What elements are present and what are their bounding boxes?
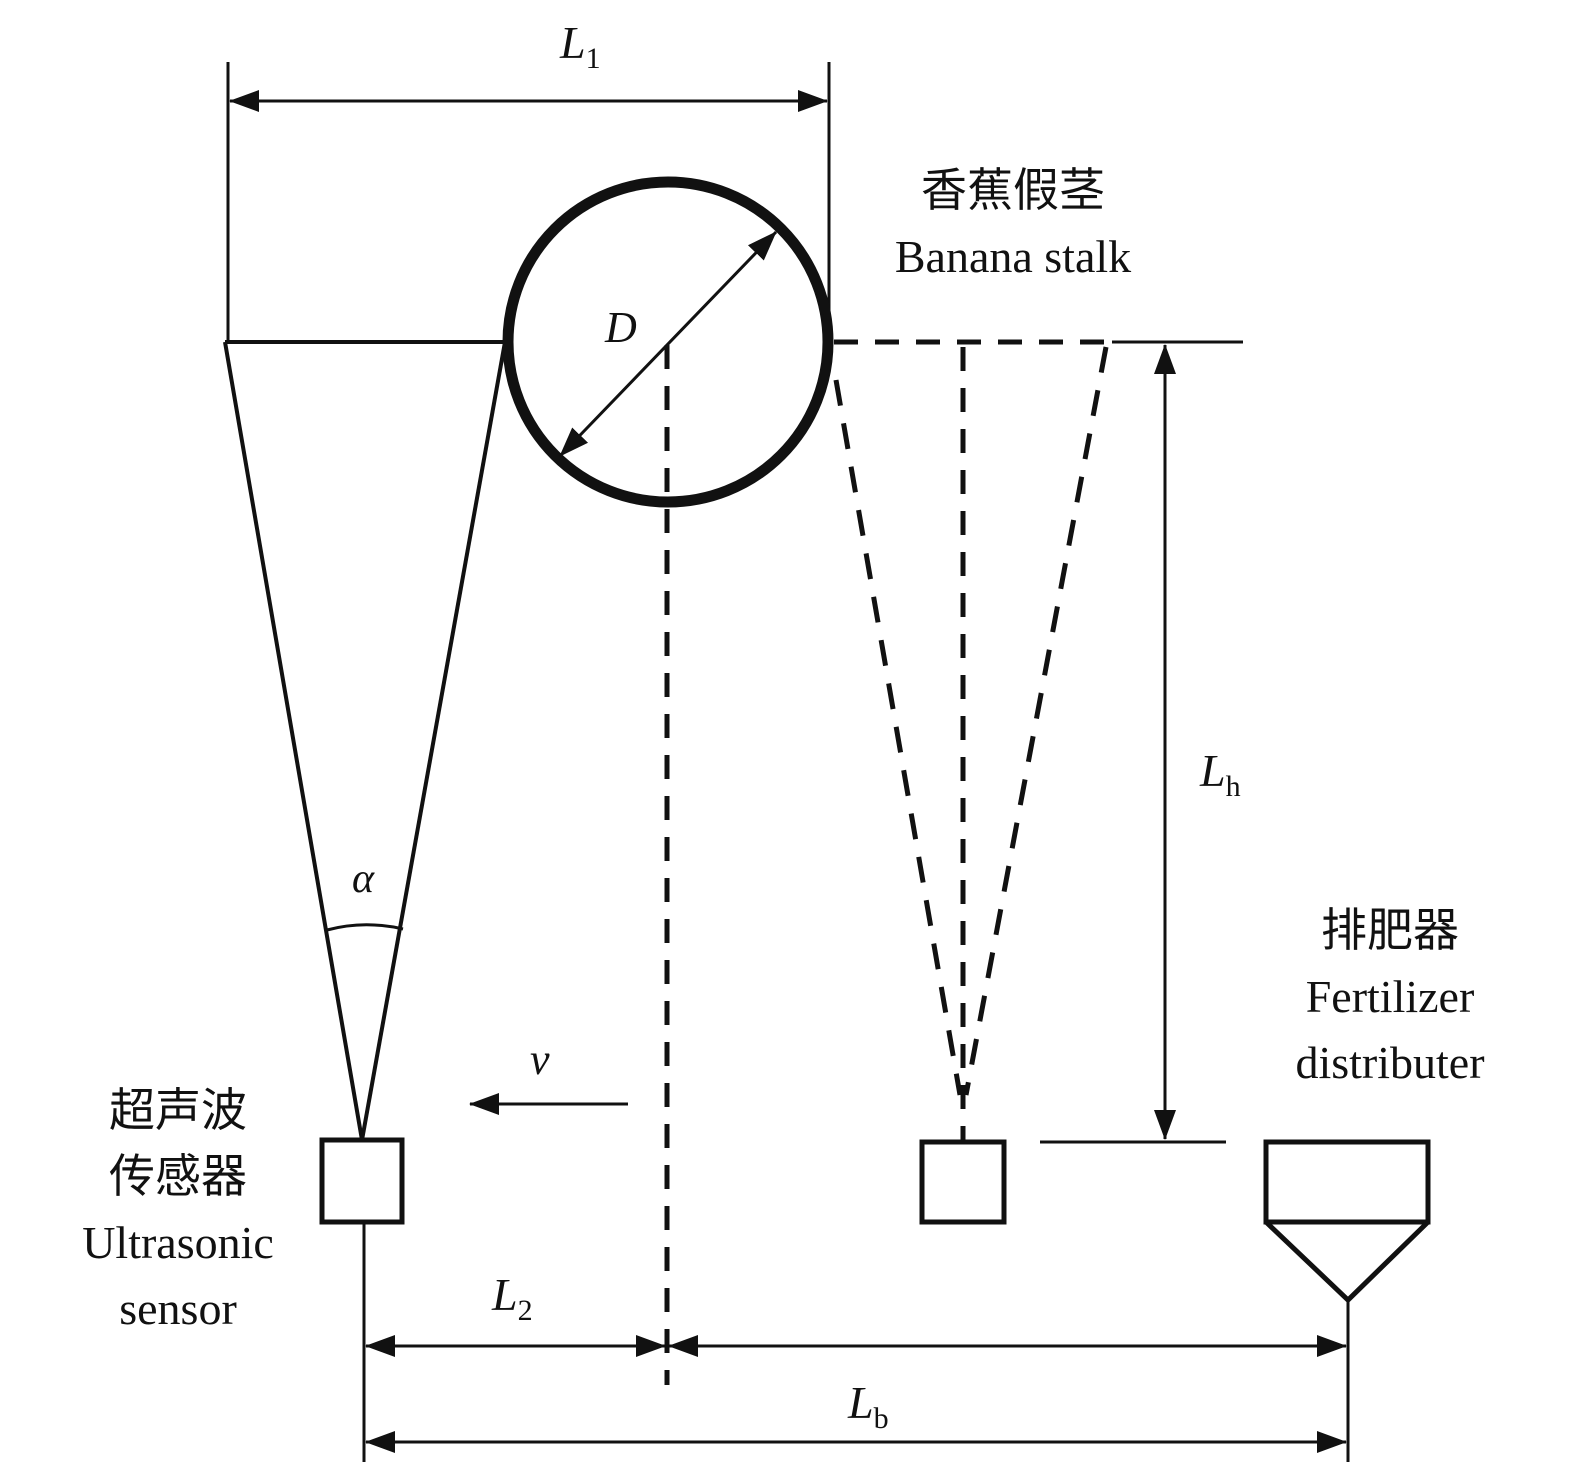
sensor-label-en-2: sensor xyxy=(119,1283,237,1334)
distributer-label-en-1: Fertilizer xyxy=(1306,971,1475,1022)
sensor-label-cn-2: 传感器 xyxy=(109,1149,247,1203)
banana-stalk-label-en: Banana stalk xyxy=(895,231,1131,282)
beam-left-edge xyxy=(223,341,364,1141)
sensor-label-en-1: Ultrasonic xyxy=(82,1217,274,1268)
velocity-label: v xyxy=(530,1035,550,1084)
sensor-label-cn-1: 超声波 xyxy=(109,1083,247,1137)
banana-stalk-label-cn: 香蕉假茎 xyxy=(921,163,1105,217)
fan-right-dashed xyxy=(963,346,1109,1096)
l1-label: L1 xyxy=(559,17,601,75)
fan-left-dashed xyxy=(833,379,963,1096)
middle-device-box xyxy=(919,1139,1007,1225)
fertilizer-distributer-box xyxy=(1263,1139,1431,1225)
fertilizer-distributer-funnel xyxy=(1264,1220,1430,1304)
beam-right-edge xyxy=(360,341,507,1141)
distributer-label-cn: 排肥器 xyxy=(1321,903,1459,957)
lh-label: Lh xyxy=(1199,745,1241,803)
distributer-label-en-2: distributer xyxy=(1295,1037,1484,1088)
banana-stalk-circle xyxy=(502,176,834,508)
lb-label: Lb xyxy=(847,1377,889,1435)
l2-label: L2 xyxy=(491,1269,533,1327)
ultrasonic-sensor-box xyxy=(319,1137,405,1225)
diameter-arrow xyxy=(558,230,778,458)
diameter-label: D xyxy=(604,303,637,352)
alpha-label: α xyxy=(352,856,375,902)
alpha-angle-arc xyxy=(326,923,404,932)
